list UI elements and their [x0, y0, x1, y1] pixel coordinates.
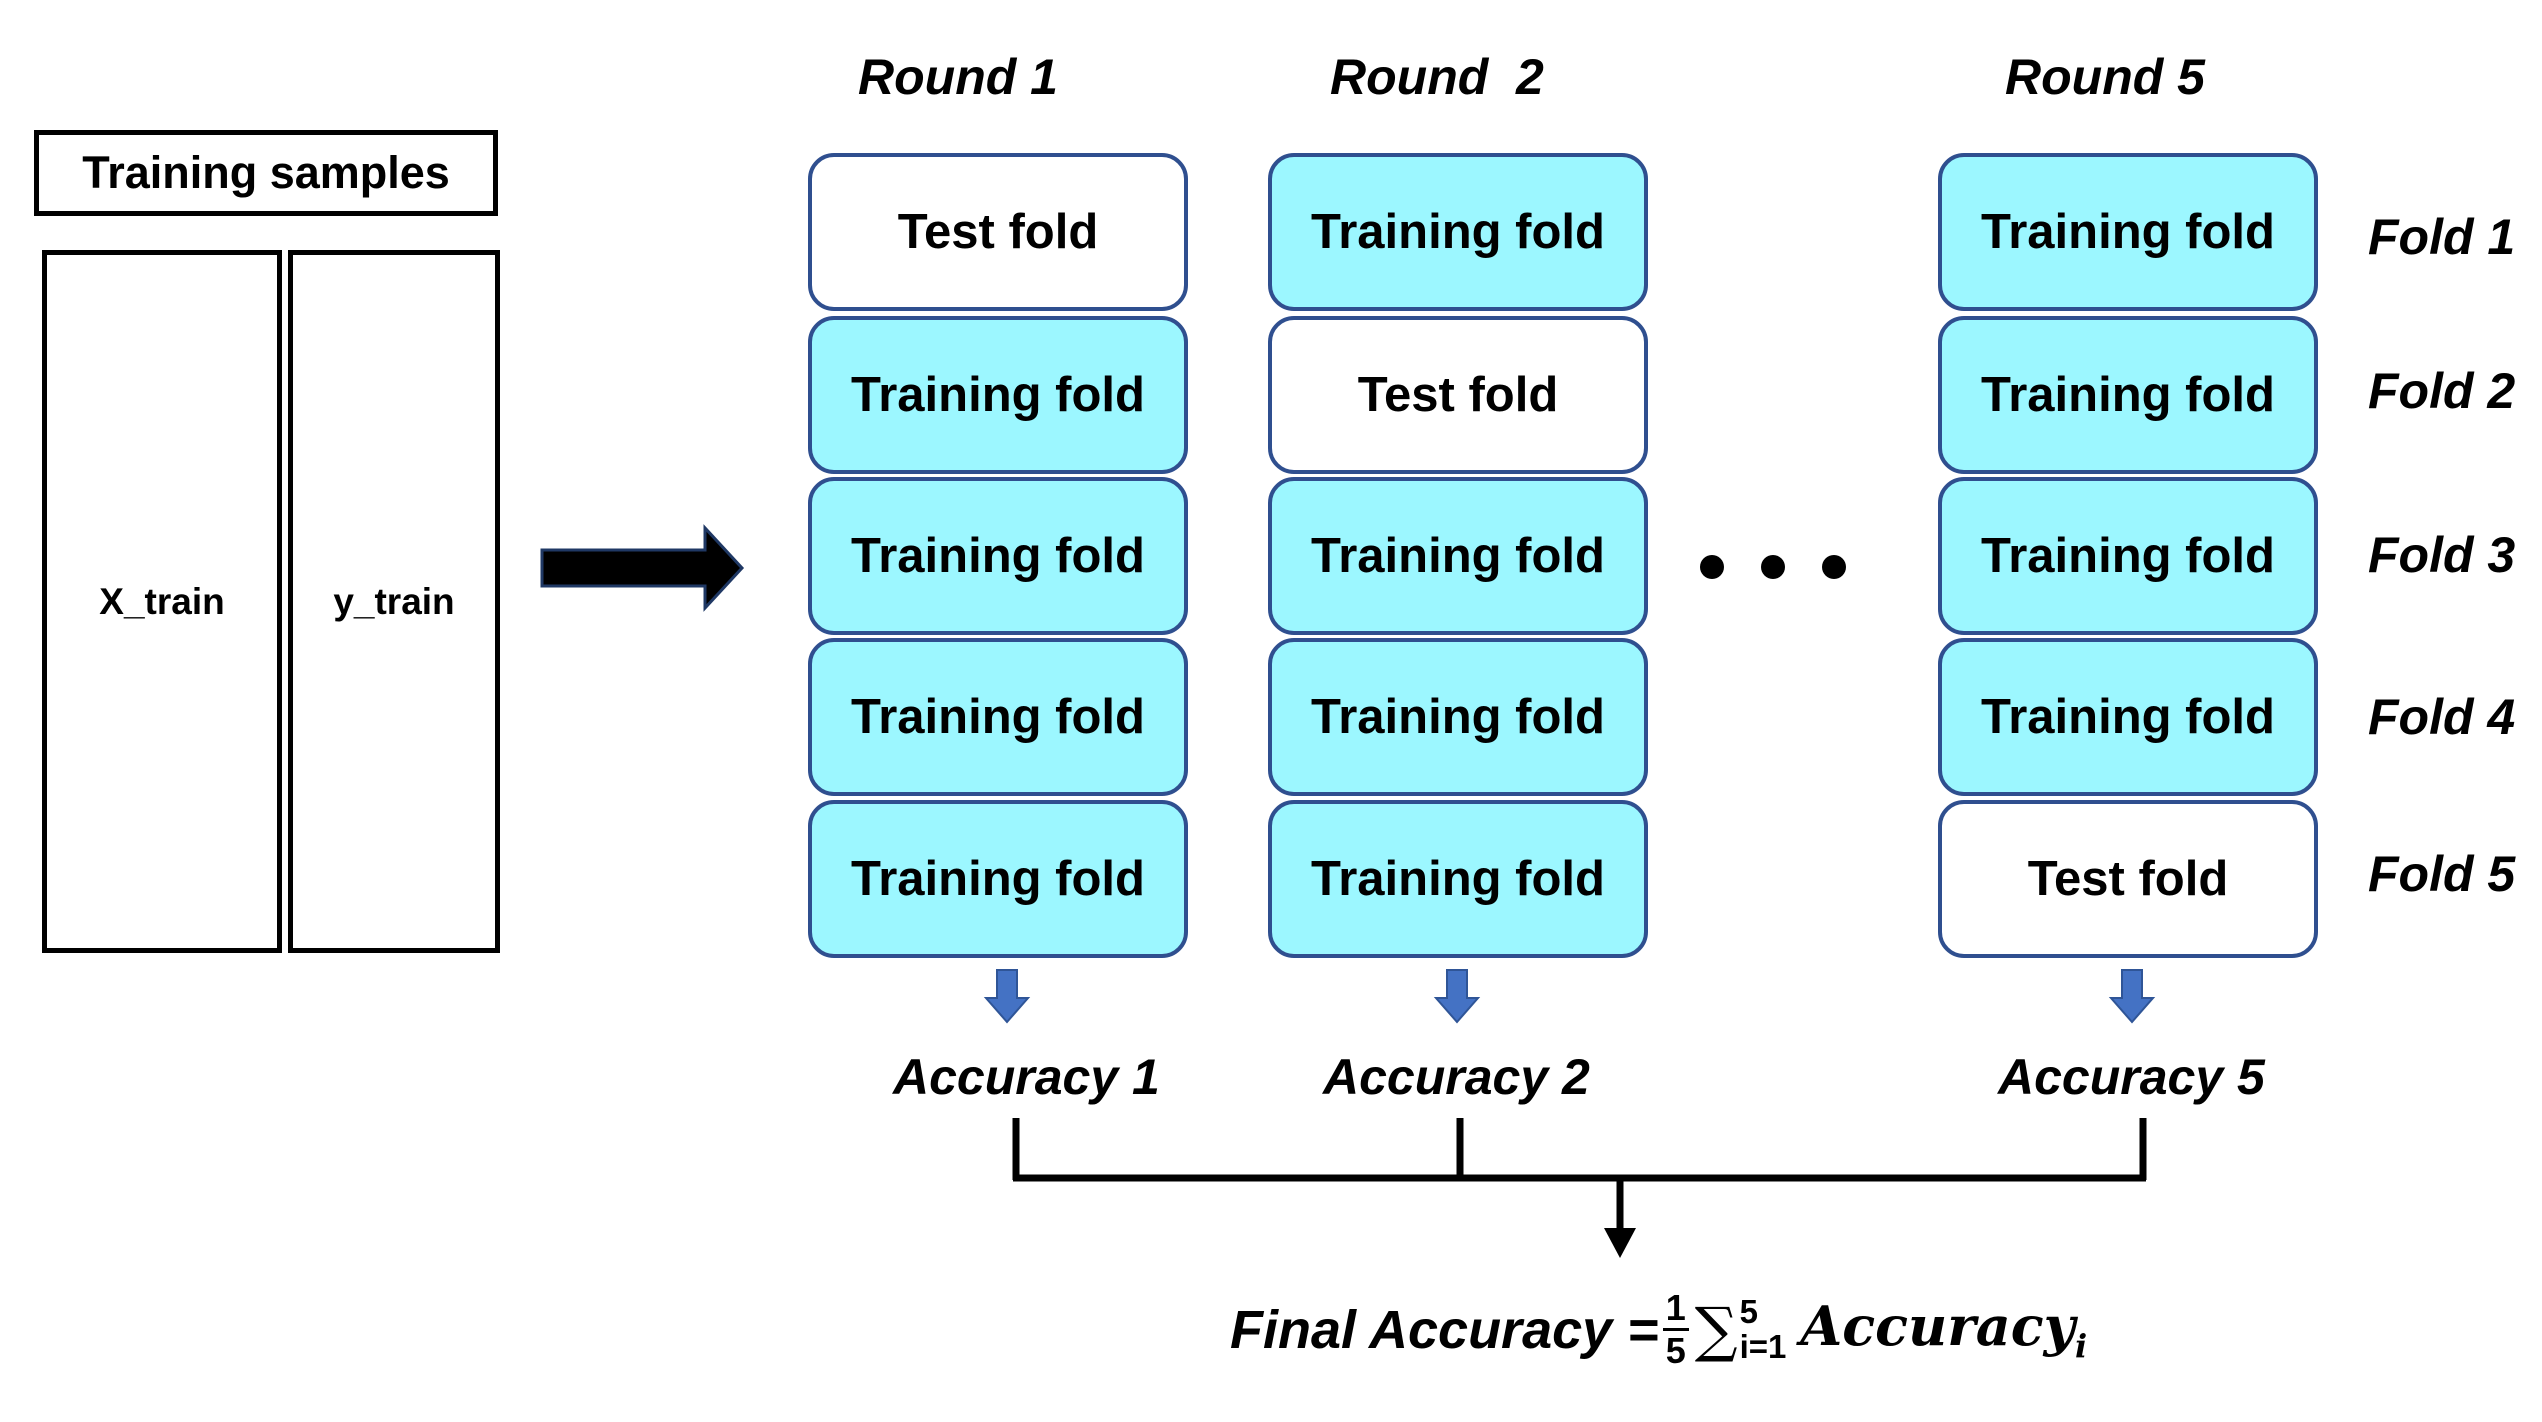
y-train-column: y_train	[288, 250, 500, 953]
round-5-fold-5: Test fold	[1938, 800, 2318, 958]
round-5-fold-4: Training fold	[1938, 638, 2318, 796]
round-5-fold-1: Training fold	[1938, 153, 2318, 311]
ellipsis-dot	[1700, 555, 1724, 579]
round-2-title: Round 2	[1330, 49, 1544, 105]
summation-upper: 5	[1739, 1292, 1758, 1330]
fold-label-5: Fold 5	[2368, 846, 2516, 902]
y-train-label: y_train	[333, 580, 455, 622]
summation-limits: 5 i=1	[1739, 1292, 1787, 1365]
accuracy-5-label: Accuracy 5	[1998, 1049, 2265, 1105]
round-2-fold-1: Training fold	[1268, 153, 1648, 311]
fraction-denominator: 5	[1665, 1330, 1686, 1371]
ellipsis-dot	[1822, 555, 1846, 579]
formula-term: Accuracyi	[1800, 1294, 2088, 1365]
formula-lhs: Final Accuracy =	[1230, 1299, 1659, 1360]
down-arrow-icon-round-2	[1433, 969, 1481, 1024]
fold-label-1: Fold 1	[2368, 209, 2516, 265]
round-1-fold-4: Training fold	[808, 638, 1188, 796]
round-5-fold-3: Training fold	[1938, 477, 2318, 635]
round-1-fold-3: Training fold	[808, 477, 1188, 635]
round-1-fold-1: Test fold	[808, 153, 1188, 311]
training-samples-title: Training samples	[34, 130, 498, 216]
accuracy-2-label: Accuracy 2	[1323, 1049, 1590, 1105]
accuracy-1-label: Accuracy 1	[893, 1049, 1160, 1105]
sigma-symbol: ∑	[1694, 1294, 1738, 1365]
round-1-fold-5: Training fold	[808, 800, 1188, 958]
down-arrow-icon-round-5	[2108, 969, 2156, 1024]
formula-summation: ∑ 5 i=1	[1694, 1292, 1787, 1365]
fold-label-4: Fold 4	[2368, 689, 2516, 745]
x-train-label: X_train	[99, 580, 225, 622]
x-train-column: X_train	[42, 250, 282, 953]
fold-label-3: Fold 3	[2368, 527, 2516, 583]
round-2-fold-2: Test fold	[1268, 316, 1648, 474]
right-arrow-icon	[540, 524, 745, 612]
down-arrow-icon-final	[1604, 1228, 1636, 1258]
round-1-fold-2: Training fold	[808, 316, 1188, 474]
fold-label-2: Fold 2	[2368, 363, 2516, 419]
fraction-numerator: 1	[1662, 1290, 1689, 1331]
accuracy-bracket	[1012, 1118, 2147, 1232]
round-5-title: Round 5	[2005, 49, 2205, 105]
round-2-fold-5: Training fold	[1268, 800, 1648, 958]
down-arrow-icon-round-1	[983, 969, 1031, 1024]
summation-lower: i=1	[1739, 1327, 1787, 1365]
ellipsis-dots	[1700, 555, 1846, 579]
ellipsis-dot	[1761, 555, 1785, 579]
round-1-title: Round 1	[858, 49, 1058, 105]
formula-term-subscript: i	[2075, 1326, 2088, 1365]
round-2-fold-3: Training fold	[1268, 477, 1648, 635]
final-accuracy-formula: Final Accuracy = 1 5 ∑ 5 i=1 Accuracyi	[1230, 1290, 2087, 1369]
round-2-fold-4: Training fold	[1268, 638, 1648, 796]
formula-fraction: 1 5	[1662, 1290, 1689, 1371]
round-5-fold-2: Training fold	[1938, 316, 2318, 474]
